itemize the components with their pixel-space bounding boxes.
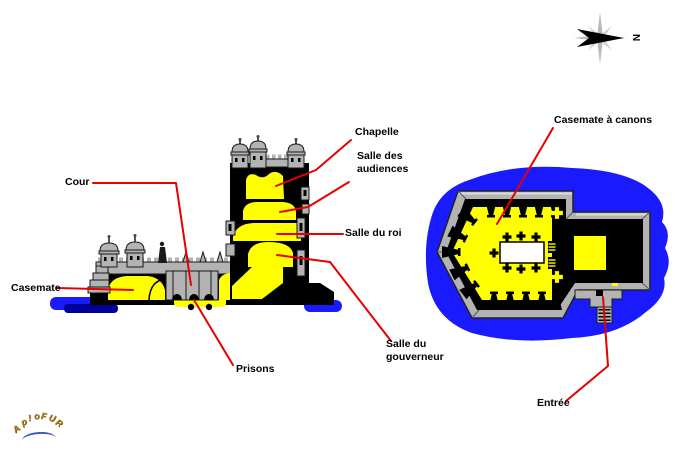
label-entree: Entrée — [537, 397, 570, 409]
audience-hall-room — [243, 202, 296, 220]
label-casemate: Casemate — [11, 282, 61, 294]
label-salle-audiences: Salle des audiences — [357, 150, 409, 175]
leader-chapelle — [275, 139, 352, 187]
compass-north-letter: N — [630, 34, 641, 41]
bastion-turret — [124, 234, 146, 268]
chapel-room — [246, 171, 284, 199]
governors-hall-room — [248, 242, 293, 267]
label-salle-roi: Salle du roi — [345, 227, 402, 239]
casemate-room — [108, 276, 166, 301]
site-logo: A p ! o F U R — [10, 410, 71, 449]
leader-prisons — [193, 299, 234, 366]
leader-lines — [56, 127, 609, 402]
tower-turret — [286, 138, 306, 169]
plan-view — [425, 166, 669, 341]
statue — [158, 241, 167, 263]
plan-stairs-hatch — [548, 241, 556, 269]
courtyard-opening — [499, 241, 545, 264]
label-prisons: Prisons — [236, 363, 275, 375]
logo-letter: A — [10, 423, 22, 435]
kings-hall-room — [233, 223, 301, 241]
label-chapelle: Chapelle — [355, 126, 399, 138]
label-cour: Cour — [65, 176, 90, 188]
leader-casemate — [56, 287, 134, 291]
label-casemate-canons: Casemate à canons — [554, 114, 653, 126]
leader-entree — [565, 296, 609, 402]
tower-crenellation — [263, 154, 291, 168]
passage-room — [219, 273, 232, 300]
bastion-turret — [98, 235, 120, 268]
lower-passage-room — [232, 267, 283, 299]
leader-gouverneur — [276, 254, 392, 342]
tower-plan-room — [574, 236, 606, 270]
label-salle-gouverneur: Salle du gouverneur — [386, 338, 444, 363]
logo-letter: o — [33, 410, 40, 422]
courtyard-structure — [165, 270, 219, 301]
tower-turret — [248, 135, 268, 169]
north-arrow-icon — [577, 29, 624, 47]
junction-embrasures — [551, 207, 618, 286]
compass-rose-icon: N — [574, 12, 641, 64]
cross-section-view — [50, 135, 342, 313]
tower-turret — [230, 138, 250, 169]
logo-letter: F — [40, 410, 48, 422]
leader-audiences — [279, 181, 350, 213]
leader-canons — [496, 127, 554, 225]
tower-bartizans — [225, 186, 310, 277]
leader-cour — [92, 182, 192, 286]
pinnacles — [182, 250, 224, 263]
